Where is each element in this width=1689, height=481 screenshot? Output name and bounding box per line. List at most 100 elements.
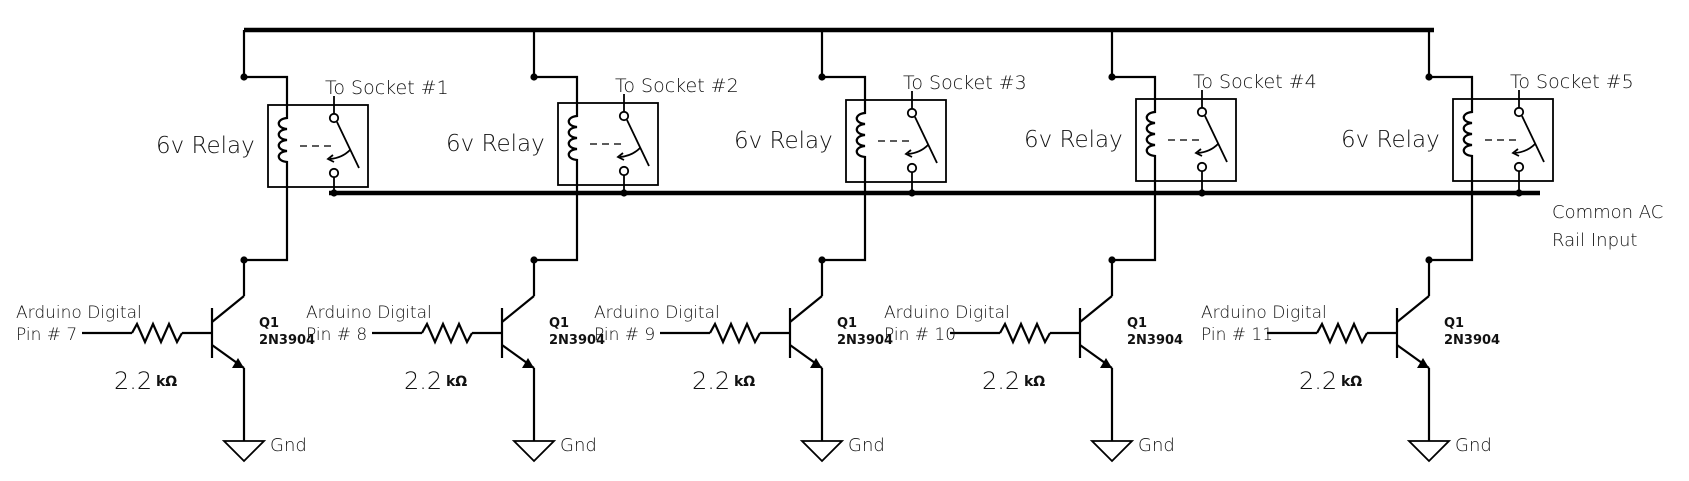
resistor-value: 2.2 bbox=[404, 367, 442, 395]
ground-label: Gnd bbox=[1138, 435, 1175, 456]
ground-symbol bbox=[221, 440, 267, 463]
supply-wire bbox=[242, 30, 289, 105]
transistor-part: 2N3904 bbox=[837, 333, 893, 348]
contact-bottom bbox=[906, 162, 918, 174]
junction-dot bbox=[818, 73, 826, 81]
collector-wire bbox=[1110, 224, 1157, 296]
resistor-unit: kΩ bbox=[446, 374, 467, 390]
transistor-ref: Q1 bbox=[1444, 316, 1464, 331]
junction-dot bbox=[240, 256, 248, 264]
collector-wire bbox=[242, 230, 289, 296]
resistor-unit: kΩ bbox=[156, 374, 177, 390]
emitter-arrow bbox=[522, 358, 534, 368]
junction-dot bbox=[620, 189, 628, 197]
supply-wire bbox=[1110, 30, 1157, 99]
switch-arrowhead bbox=[1194, 148, 1203, 157]
junction-dot bbox=[1425, 256, 1433, 264]
resistor-value: 2.2 bbox=[982, 367, 1020, 395]
supply-wire bbox=[532, 30, 579, 103]
supply-wire bbox=[820, 30, 867, 100]
relay-label: 6v Relay bbox=[1024, 127, 1123, 153]
contact-top bbox=[906, 107, 918, 119]
ground-label: Gnd bbox=[270, 435, 307, 456]
junction-dot bbox=[530, 256, 538, 264]
collector-wire bbox=[820, 225, 867, 296]
pin-label-line2: Pin # 11 bbox=[1201, 325, 1273, 345]
switch-blade bbox=[914, 116, 938, 164]
ground-symbol bbox=[511, 440, 557, 463]
relay-coil bbox=[1462, 99, 1474, 224]
relay-box bbox=[557, 102, 659, 186]
switch-arrowhead bbox=[904, 149, 913, 158]
switch-arrow bbox=[907, 144, 929, 155]
socket-label: To Socket #5 bbox=[1510, 71, 1634, 93]
contact-top bbox=[1513, 106, 1525, 118]
resistor-value: 2.2 bbox=[692, 367, 730, 395]
pin-label-line1: Arduino Digital bbox=[594, 303, 720, 323]
contact-bottom bbox=[1513, 161, 1525, 173]
ground-label: Gnd bbox=[848, 435, 885, 456]
junction-dot bbox=[818, 256, 826, 264]
transistor-collector bbox=[789, 295, 823, 323]
junction-dot bbox=[1198, 189, 1206, 197]
switch-blade bbox=[626, 119, 650, 167]
ground-symbol bbox=[799, 440, 845, 463]
switch-blade bbox=[336, 121, 360, 169]
relay-label: 6v Relay bbox=[734, 128, 833, 154]
rails bbox=[244, 27, 1540, 196]
switch-arrowhead bbox=[616, 152, 625, 161]
socket-label: To Socket #1 bbox=[325, 77, 449, 99]
relay-box bbox=[1135, 98, 1237, 182]
switch-arrowhead bbox=[326, 154, 335, 163]
contact-bottom bbox=[1196, 161, 1208, 173]
resistor-value: 2.2 bbox=[114, 367, 152, 395]
transistor-part: 2N3904 bbox=[259, 333, 315, 348]
pin-label-line1: Arduino Digital bbox=[16, 303, 142, 323]
junction-dot bbox=[908, 189, 916, 197]
base-resistor bbox=[709, 321, 761, 345]
emitter-arrow bbox=[1417, 358, 1429, 368]
socket-label: To Socket #2 bbox=[615, 75, 739, 97]
contact-top bbox=[618, 110, 630, 122]
junction-dot bbox=[1108, 73, 1116, 81]
switch-blade bbox=[1521, 115, 1545, 163]
pin-label-line2: Pin # 7 bbox=[16, 325, 77, 345]
pin-label-line2: Pin # 10 bbox=[884, 325, 956, 345]
resistor-unit: kΩ bbox=[1341, 374, 1362, 390]
emitter-arrow bbox=[1100, 358, 1112, 368]
junction-dot bbox=[330, 189, 338, 197]
switch-arrow bbox=[1514, 143, 1536, 154]
junction-dot bbox=[240, 73, 248, 81]
transistor-part: 2N3904 bbox=[549, 333, 605, 348]
relay-label: 6v Relay bbox=[156, 133, 255, 159]
transistor-part: 2N3904 bbox=[1127, 333, 1183, 348]
common-ac-label-line2: Rail Input bbox=[1552, 230, 1637, 251]
emitter-arrow bbox=[810, 358, 822, 368]
supply-wire bbox=[1427, 30, 1474, 99]
switch-blade bbox=[1204, 115, 1228, 163]
transistor-part: 2N3904 bbox=[1444, 333, 1500, 348]
contact-top bbox=[1196, 106, 1208, 118]
junction-dot bbox=[1108, 256, 1116, 264]
transistor-collector bbox=[1396, 295, 1430, 323]
pin-label-line1: Arduino Digital bbox=[1201, 303, 1327, 323]
resistor-unit: kΩ bbox=[1024, 374, 1045, 390]
relay-label: 6v Relay bbox=[1341, 127, 1440, 153]
emitter-arrow bbox=[232, 358, 244, 368]
junction-dot bbox=[530, 73, 538, 81]
socket-label: To Socket #4 bbox=[1193, 71, 1317, 93]
junction-dot bbox=[1425, 73, 1433, 81]
socket-label: To Socket #3 bbox=[903, 72, 1027, 94]
transistor-collector bbox=[211, 295, 245, 323]
transistor-ref: Q1 bbox=[1127, 316, 1147, 331]
ground-label: Gnd bbox=[560, 435, 597, 456]
relay-coil bbox=[1145, 99, 1157, 224]
relay-box bbox=[1452, 98, 1554, 182]
common-ac-label-line1: Common AC bbox=[1552, 202, 1663, 223]
relay-box bbox=[267, 104, 369, 188]
